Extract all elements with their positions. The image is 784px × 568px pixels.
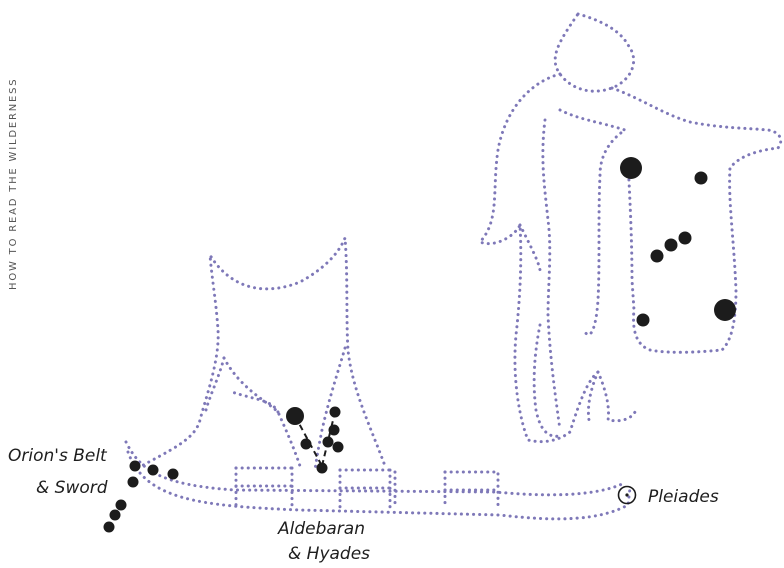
star-hyades-1 [301, 439, 312, 450]
stars [104, 157, 737, 533]
bull-figure-left [138, 238, 385, 468]
star-figure-7 [714, 299, 736, 321]
bull-figure-legs [206, 358, 278, 412]
robed-figure-body [480, 74, 635, 442]
bull-figure-inner [224, 348, 345, 470]
spear-shaft-bottom [128, 452, 630, 519]
star-belt-2 [148, 465, 159, 476]
star-figure-4 [665, 239, 678, 252]
star-hyades-5 [323, 437, 334, 448]
orion-label-line1: Orion's Belt [8, 444, 107, 468]
shaft-band-4 [340, 470, 390, 488]
star-figure-5 [679, 232, 692, 245]
star-belt-3 [168, 469, 179, 480]
robed-figure-skirt [534, 325, 598, 436]
star-figure-1 [620, 157, 642, 179]
star-sword-3 [110, 510, 121, 521]
star-figure-3 [651, 250, 664, 263]
robed-figure-hood [555, 14, 633, 91]
star-pleiades [625, 493, 628, 496]
aldebaran-label-line2: & Hyades [288, 542, 370, 566]
aldebaran-label-line1: Aldebaran [278, 517, 365, 541]
star-hyades-6 [333, 442, 344, 453]
shaft-band-6 [445, 472, 498, 508]
spear-shaft-top [126, 442, 622, 495]
shaft-band-2 [236, 468, 292, 486]
star-sword-1 [128, 477, 139, 488]
star-sword-2 [116, 500, 127, 511]
robed-figure-drape [520, 110, 625, 430]
orion-label-line2: & Sword [36, 476, 108, 500]
star-figure-2 [695, 172, 708, 185]
star-aldebaran [286, 407, 304, 425]
robed-figure-arm [612, 88, 781, 352]
star-figure-6 [637, 314, 650, 327]
star-hyades-2 [317, 463, 328, 474]
star-belt-1 [130, 461, 141, 472]
shaft-band-1 [236, 468, 292, 506]
star-sword-4 [104, 522, 115, 533]
figure-outlines [126, 14, 781, 519]
pleiades-label: Pleiades [648, 485, 719, 509]
star-hyades-4 [329, 425, 340, 436]
star-hyades-3 [330, 407, 341, 418]
